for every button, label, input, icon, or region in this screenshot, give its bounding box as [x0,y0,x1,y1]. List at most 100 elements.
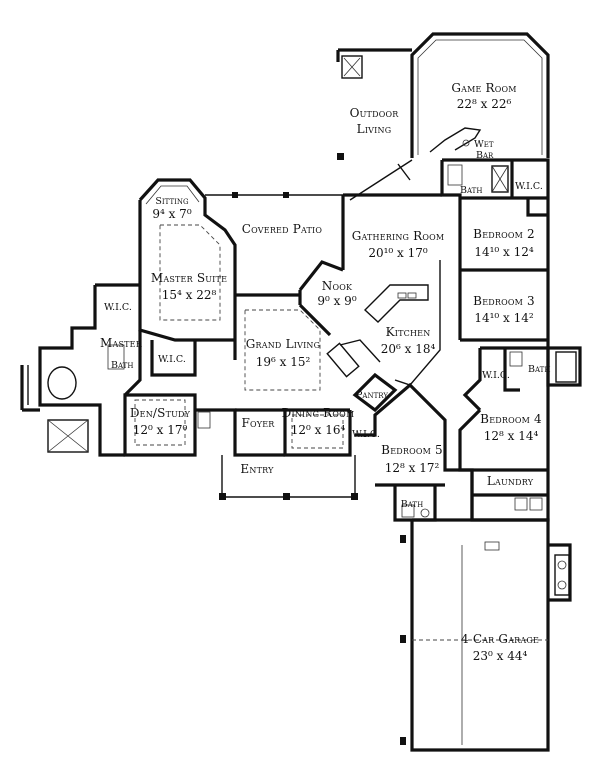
garage-vent [484,541,500,551]
kitchen-label: Kitchen [386,325,431,339]
washer [514,497,528,511]
grand-living-label: Grand Living [246,337,320,351]
wic-master-label: W.I.C. [104,302,132,313]
entry-column-3 [351,493,358,500]
foyer-walls [195,408,285,457]
bedroom3-label: Bedroom 3 [473,294,535,308]
game-room-walls [410,32,550,158]
dining-room-dim: 12⁰ x 16⁴ [291,423,346,437]
bath-top-walls [440,158,550,270]
sitting-dim: 9⁴ x 7⁰ [152,207,191,221]
wic-bed4-label: W.I.C. [482,370,510,381]
island-sink-b [407,292,417,299]
bedroom4-label: Bedroom 4 [480,412,542,426]
bedroom4-walls [458,408,548,472]
outdoor-column [337,153,344,160]
sitting-label: Sitting [155,196,189,207]
shower-top-x [491,165,509,193]
shower-top [491,165,509,193]
wic-master2-label: W.I.C. [158,354,186,365]
bed4-bath-walls [462,346,582,412]
nook-label: Nook [322,279,353,293]
game-room-label: Game Room [451,81,516,95]
foyer-label: Foyer [241,416,275,430]
bath5-toilet [401,504,415,518]
bath5-sink [420,508,430,518]
garage-label: 4 Car Garage [461,632,539,646]
grand-living-walls [235,293,350,412]
wet-bar-counter [429,127,482,153]
grand-living-dim: 19⁶ x 15² [256,355,311,369]
den-tray [134,399,186,446]
bedroom4-dim: 12⁸ x 14⁴ [484,429,539,443]
master-suite-dim: 15⁴ x 22⁸ [162,288,217,302]
master-wic-walls [150,340,197,377]
kitchen-dim: 20⁶ x 18⁴ [381,342,436,356]
garage-pier-1 [400,535,406,543]
powder-toilet [197,411,211,429]
bath-top-label: Bath [460,185,482,196]
sitting-bay [145,185,200,205]
master-tray [159,224,221,321]
pantry-walls [352,372,398,413]
den-study-dim: 12⁰ x 17⁰ [133,423,188,437]
outdoor-living-label-2: Living [357,122,392,136]
heater-b [557,580,567,590]
heater-a [557,560,567,570]
garage-side [548,543,572,602]
wic-top-label: W.I.C. [515,181,543,192]
master-suite-walls [138,178,237,360]
outdoor-living-label-1: Outdoor [350,106,400,120]
fireplace-mark [343,57,361,77]
kitchen-island [363,284,429,323]
master-vanity [107,344,125,370]
dining-walls [283,410,352,457]
water-heater [554,554,570,596]
covered-patio-label: Covered Patio [242,222,323,236]
garage-dim: 23⁰ x 44⁴ [473,649,528,663]
gathering-room-walls [341,193,548,340]
nook-walls [298,260,344,305]
bedroom2-dim: 14¹⁰ x 12⁴ [474,245,534,259]
kitchen-counter [339,260,441,386]
entry-column-2 [283,493,290,500]
wet-bar-label-1: Wet [474,139,494,150]
dining-room-label: Dining Room [282,406,355,420]
gathering-room-label: Gathering Room [352,229,445,243]
bath4-toilet [509,351,523,367]
dining-tray [291,414,344,449]
garage-pier-2 [400,635,406,643]
master-bath-label-1: Master [100,336,143,350]
entry-label: Entry [240,462,274,476]
pantry-label: Pantry [356,390,388,401]
bedroom3-dim: 14¹⁰ x 14² [474,311,534,325]
outdoor-edge [349,159,413,201]
entry-column-1 [219,493,226,500]
bath-bed5-label: Bath [401,499,423,510]
game-room-inner [417,39,543,155]
wic-bed5-label: W.I.C. [352,429,380,440]
fireplace [341,55,363,79]
master-shower [47,419,89,453]
gathering-room-dim: 20¹⁰ x 17⁰ [368,246,428,260]
master-bath-garden [20,365,40,412]
grand-living-tray [244,309,321,391]
toilet-top [447,164,463,186]
patio-column-1 [232,192,238,198]
master-shower-x [47,419,89,453]
master-bath-walls [38,283,142,457]
outdoor-living-walls [336,48,412,62]
wet-bar-sink [462,139,470,147]
patio-column-2 [283,192,289,198]
garage-walls [410,518,550,752]
dryer [529,497,543,511]
master-bath-label-2: Bath [111,360,133,371]
bedroom5-label: Bedroom 5 [381,443,443,457]
island-sink-a [397,292,407,299]
bath4-tub [555,351,577,383]
master-tub [47,366,77,400]
wet-bar-label-2: Bar [476,150,494,161]
den-walls [123,393,197,457]
master-suite-label: Master Suite [151,271,227,285]
